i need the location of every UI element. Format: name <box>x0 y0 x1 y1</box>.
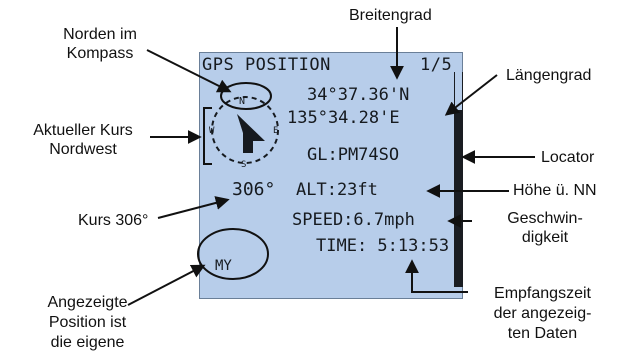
time-value: TIME: 5:13:53 <box>316 236 450 256</box>
speed-value: SPEED:6.7mph <box>292 210 415 230</box>
scrollbar-thumb <box>455 72 462 110</box>
locator-callout: Locator <box>541 149 595 166</box>
gps-position-screen <box>199 52 463 299</box>
locator-value: GL:PM74SO <box>307 145 400 165</box>
longitude-callout: Längengrad <box>506 67 592 84</box>
compass-west-label: W <box>209 126 215 136</box>
heading-arrow-icon <box>237 114 265 153</box>
heading-callout: Kurs 306° <box>78 212 149 229</box>
screen-title: GPS POSITION <box>202 55 331 75</box>
page-scrollbar <box>454 72 463 287</box>
my-position-label: MY <box>215 258 232 274</box>
altitude-value: ALT:23ft <box>296 180 378 200</box>
latitude-callout: Breitengrad <box>349 7 432 24</box>
speed-callout: Geschwin-digkeit <box>507 210 583 246</box>
compass-east-label: E <box>273 126 278 136</box>
compass-south-label: S <box>241 160 246 170</box>
heading-value: 306° <box>232 179 276 200</box>
compass-north-label: N <box>239 96 245 107</box>
latitude-value: 34°37.36'N <box>307 85 410 105</box>
page-indicator: 1/5 <box>420 55 453 75</box>
altitude-callout: Höhe ü. NN <box>513 182 597 199</box>
longitude-value: 135°34.28'E <box>287 108 400 128</box>
compass-icon: N W E S <box>209 96 279 170</box>
